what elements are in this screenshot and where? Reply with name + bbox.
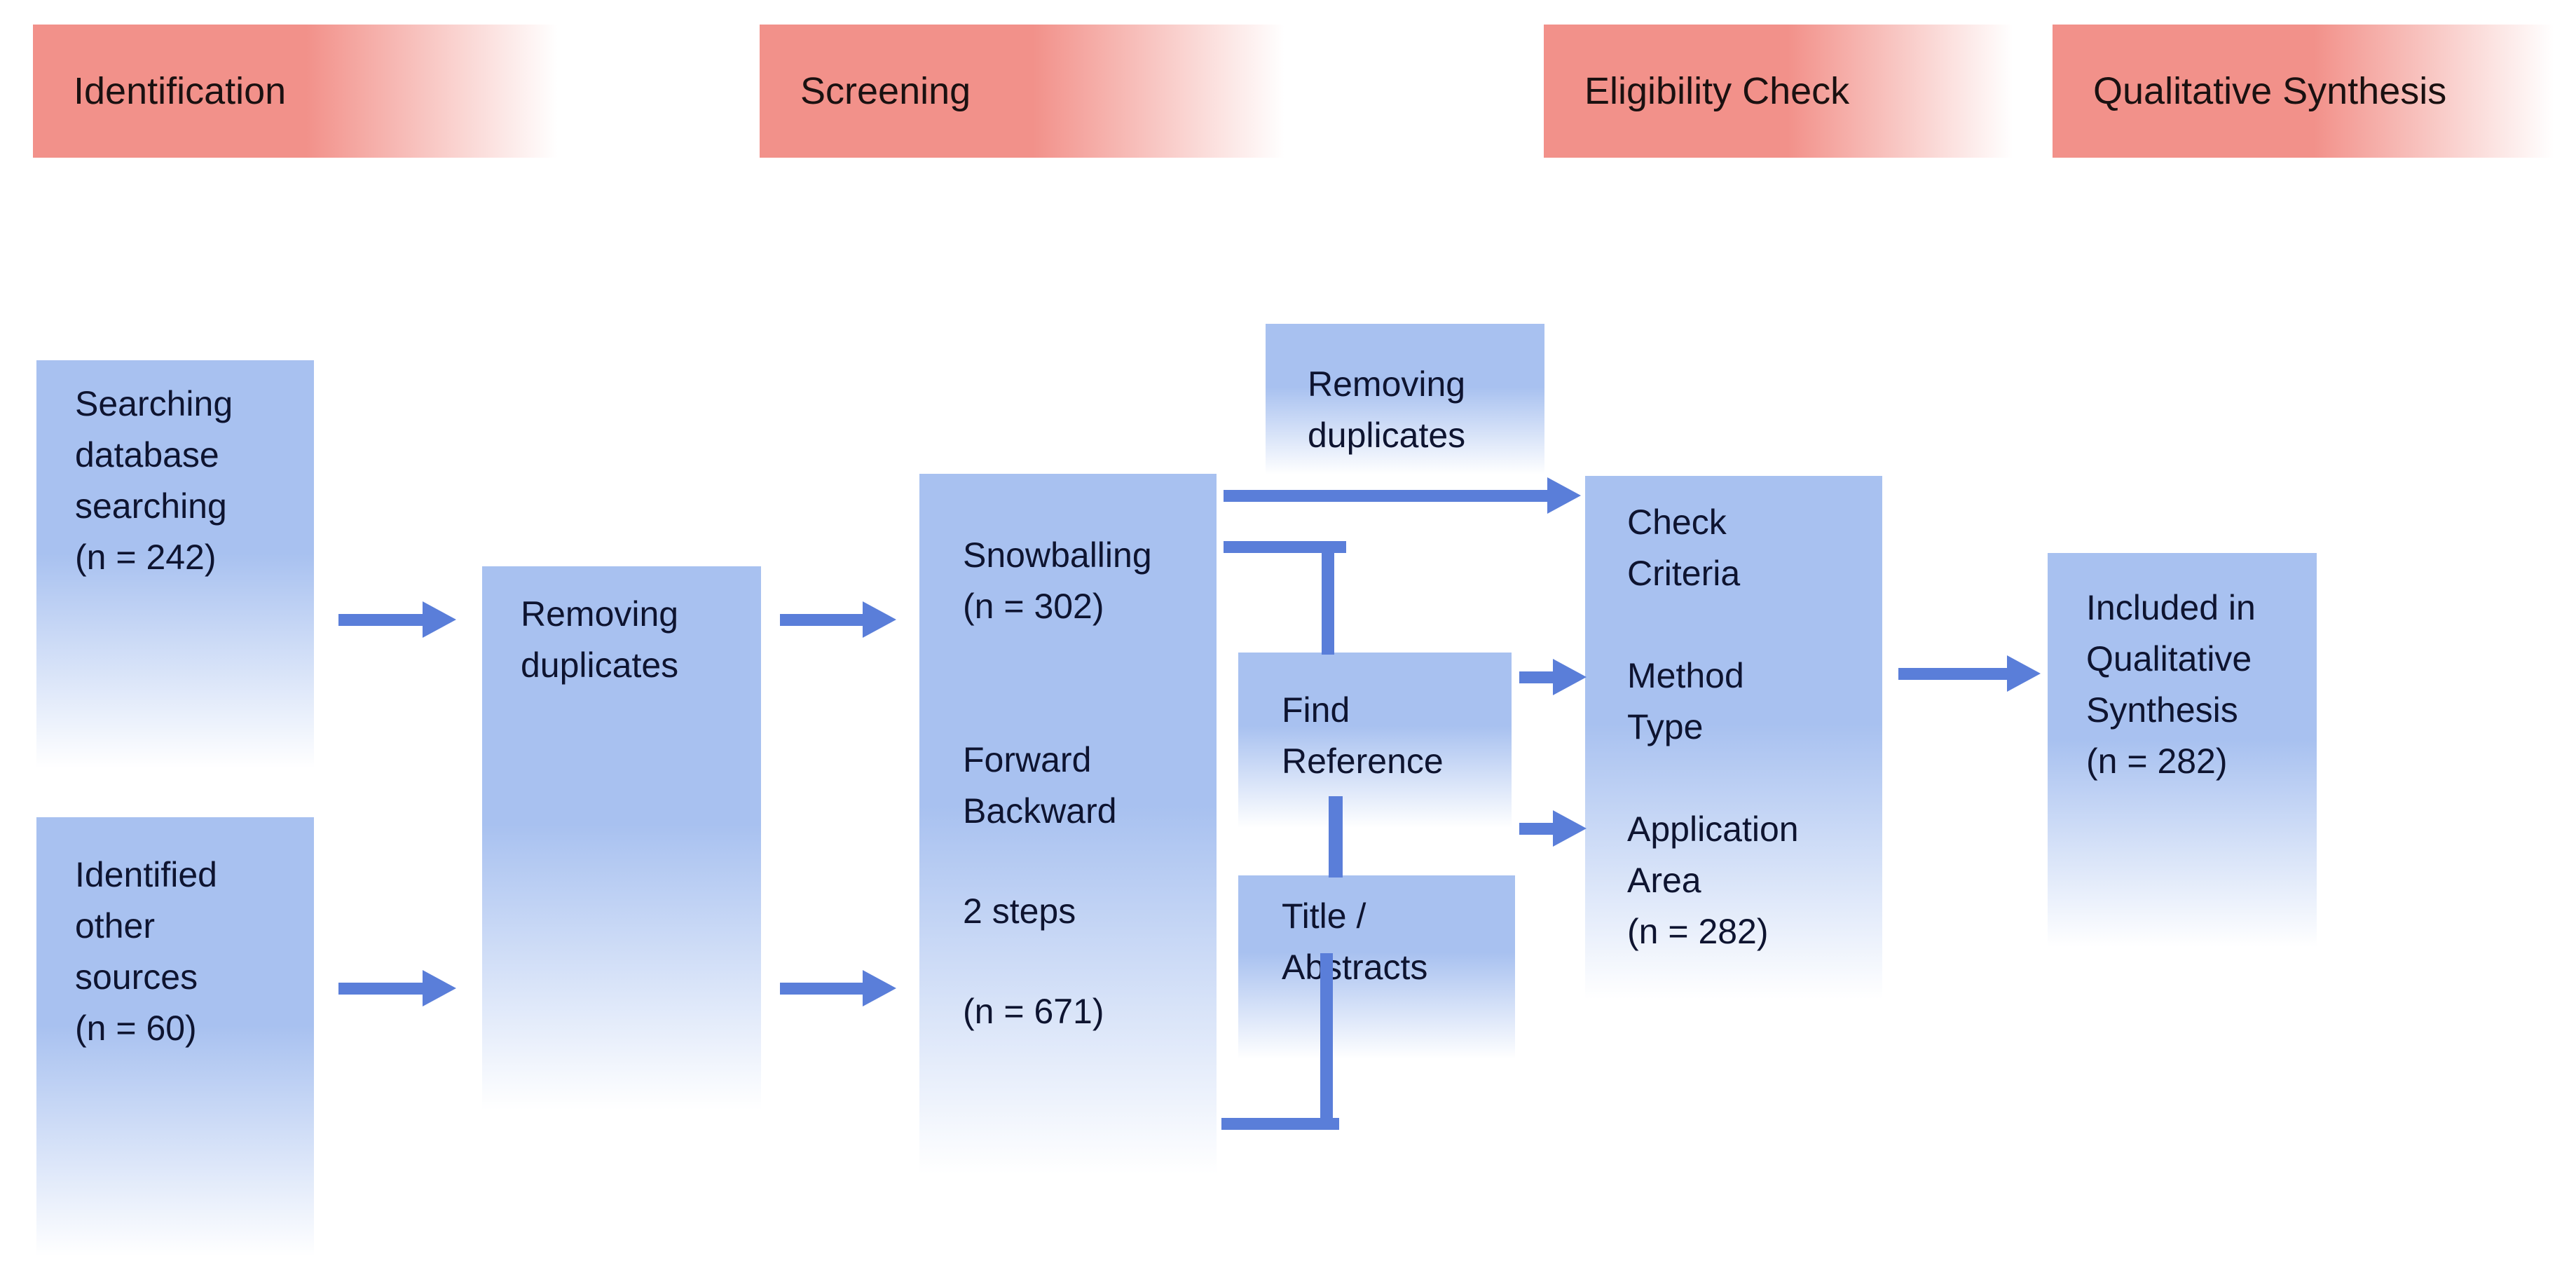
box-text-line: Abstracts bbox=[1282, 948, 1428, 987]
stage-qualitative-synthesis: Qualitative Synthesis bbox=[2053, 25, 2575, 158]
box-text-line: other bbox=[75, 906, 155, 945]
box-text-line: (n = 242) bbox=[75, 538, 217, 577]
box-text-line: Method bbox=[1627, 656, 1744, 695]
box-snowballing: Snowballing (n = 302) Forward Backward 2… bbox=[919, 474, 1217, 1196]
box-text-line: Included in bbox=[2086, 588, 2256, 627]
box-text-line: Area bbox=[1627, 861, 1701, 900]
box-text-line: (n = 282) bbox=[1627, 912, 1769, 951]
stage-eligibility-check: Eligibility Check bbox=[1544, 25, 2032, 158]
box-text-line: Find bbox=[1282, 690, 1350, 730]
box-check-criteria: Check Criteria Method Type Application A… bbox=[1585, 476, 1882, 1016]
box-text-line: duplicates bbox=[1308, 416, 1466, 455]
box-searching-database: Searching database searching (n = 242) bbox=[36, 360, 314, 781]
box-text-line: Qualitative bbox=[2086, 639, 2252, 678]
box-text-line: (n = 302) bbox=[963, 587, 1104, 626]
box-text-line: Reference bbox=[1282, 742, 1444, 781]
box-text-line: database bbox=[75, 435, 219, 474]
spacer bbox=[1627, 753, 1875, 804]
box-text-line: Type bbox=[1627, 707, 1704, 746]
box-text-line: sources bbox=[75, 957, 198, 997]
box-included-qualitative-synthesis: Included in Qualitative Synthesis (n = 2… bbox=[2048, 553, 2317, 960]
box-text-line: Removing bbox=[1308, 364, 1466, 404]
box-text-line: (n = 671) bbox=[963, 992, 1104, 1031]
box-text-line: 2 steps bbox=[963, 892, 1076, 931]
box-find-reference: Find Reference bbox=[1238, 653, 1512, 828]
box-removing-duplicates-top: Removing duplicates bbox=[1266, 324, 1544, 474]
box-text-line: Backward bbox=[963, 791, 1117, 831]
connector-find-reference-to-title-abstracts bbox=[1329, 796, 1343, 878]
box-text-line: Check bbox=[1627, 503, 1727, 542]
spacer bbox=[1627, 599, 1875, 650]
spacer bbox=[963, 837, 1210, 886]
box-text-line: Removing bbox=[521, 594, 679, 634]
box-text-line: Synthesis bbox=[2086, 690, 2238, 730]
box-text-line: Snowballing bbox=[963, 535, 1152, 575]
box-text-line: Identified bbox=[75, 855, 217, 894]
box-text-line: (n = 60) bbox=[75, 1009, 197, 1048]
box-text-line: searching bbox=[75, 486, 227, 526]
box-text-line: (n = 282) bbox=[2086, 742, 2228, 781]
box-text-line: Title / bbox=[1282, 896, 1366, 936]
box-text-line: Criteria bbox=[1627, 554, 1741, 593]
spacer bbox=[963, 937, 1210, 986]
box-identified-other-sources: Identified other sources (n = 60) bbox=[36, 817, 314, 1270]
box-text-line: duplicates bbox=[521, 646, 679, 685]
spacer bbox=[963, 632, 1210, 735]
box-text-line: Forward bbox=[963, 740, 1092, 779]
box-text-line: Searching bbox=[75, 384, 233, 423]
stage-identification: Identification bbox=[33, 25, 580, 158]
box-title-abstracts: Title / Abstracts bbox=[1238, 875, 1515, 1059]
box-text-line: Application bbox=[1627, 810, 1799, 849]
stage-screening: Screening bbox=[760, 25, 1306, 158]
box-removing-duplicates-left: Removing duplicates bbox=[482, 566, 761, 1127]
